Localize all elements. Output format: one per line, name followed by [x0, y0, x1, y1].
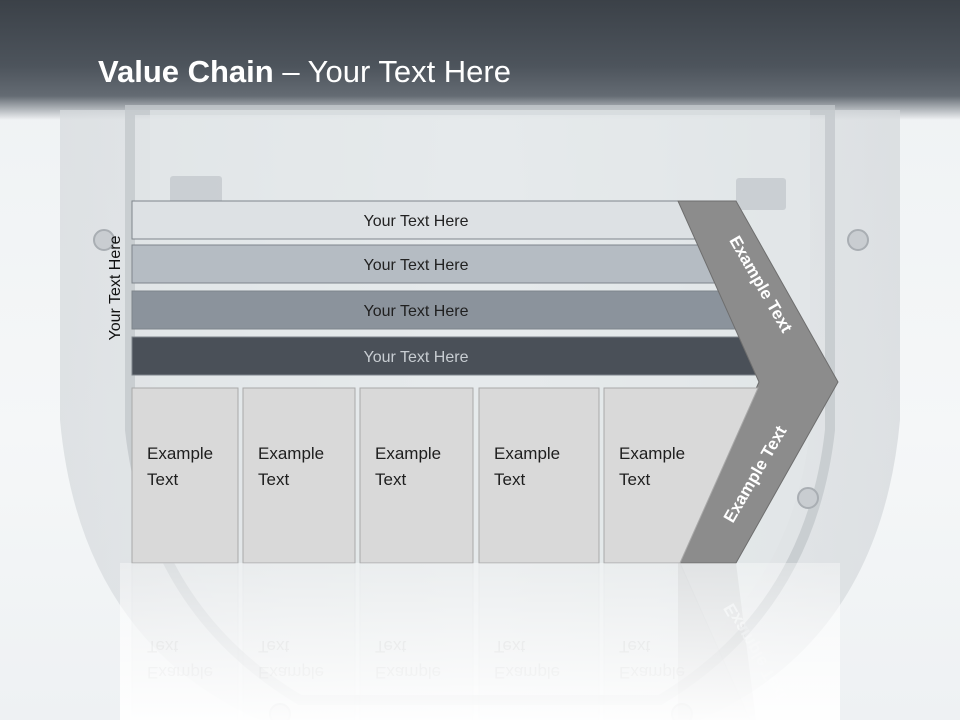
- support-row-bar: [131, 336, 809, 376]
- primary-box-line2: Text: [375, 470, 406, 489]
- primary-box-line1: Example: [619, 444, 685, 463]
- support-row-label: Your Text Here: [364, 349, 469, 366]
- primary-box-line2: Text: [147, 470, 178, 489]
- primary-box-line1: Example: [375, 444, 441, 463]
- page-title: Value Chain – Your Text Here: [98, 54, 511, 90]
- primary-box-line2: Text: [619, 470, 650, 489]
- support-row-4: Your Text Here: [131, 336, 809, 376]
- title-rest: – Your Text Here: [273, 54, 511, 89]
- primary-box-line2: Text: [494, 470, 525, 489]
- primary-box-line1: Example: [147, 444, 213, 463]
- primary-box-line2: Text: [258, 470, 289, 489]
- support-row-label: Your Text Here: [364, 303, 469, 320]
- primary-box-line1: Example: [494, 444, 560, 463]
- primary-box-line1: Example: [258, 444, 324, 463]
- support-row-label: Your Text Here: [364, 213, 469, 230]
- support-row-3: Your Text Here: [131, 290, 775, 330]
- support-row-label: Your Text Here: [364, 257, 469, 274]
- support-row-2: Your Text Here: [131, 244, 741, 284]
- support-row-1: Your Text Here: [131, 200, 708, 240]
- header-band: [0, 0, 960, 120]
- title-bold: Value Chain: [98, 54, 274, 89]
- reflection-fade: [120, 563, 840, 720]
- side-label-text: Your Text Here: [107, 235, 124, 341]
